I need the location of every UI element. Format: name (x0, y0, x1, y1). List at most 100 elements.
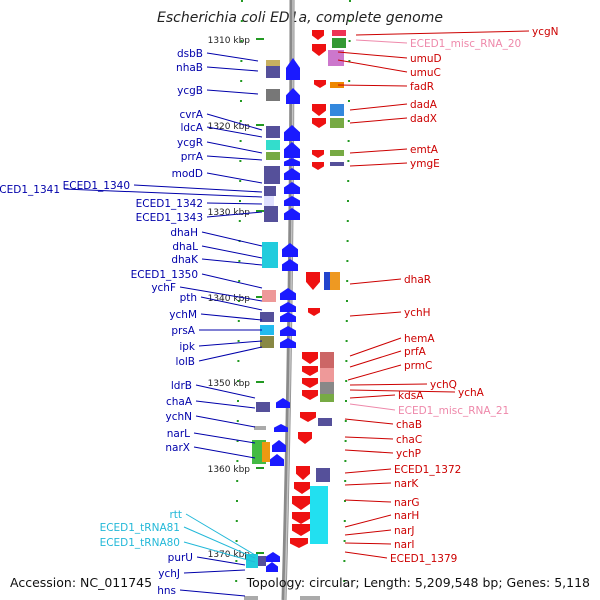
gene-label-ipk: ipk (179, 341, 196, 353)
reverse-gene-arrow-2 (284, 125, 300, 141)
gene-label-ECED1_1372: ECED1_1372 (394, 464, 461, 476)
pointer-line-right-14 (349, 383, 428, 386)
scale-tick-label-2: 1330 kbp (208, 208, 251, 218)
gene-label-prrA: prrA (181, 151, 204, 163)
feature-block-26 (266, 140, 280, 150)
feature-block-70 (330, 118, 344, 128)
reverse-gene-arrow-13 (280, 312, 296, 322)
feature-block-22 (266, 60, 280, 66)
gene-label-narL: narL (167, 428, 190, 440)
gene-label-ECED1_1341: ECED1_1341 (0, 184, 60, 196)
pointer-line-left-28 (183, 526, 256, 559)
gene-label-dhaR: dhaR (404, 274, 431, 286)
gene-label-hemA: hemA (404, 333, 435, 345)
forward-gene-arrow-45 (312, 44, 326, 56)
pointer-line-left-21 (198, 346, 263, 362)
gene-label-ldrB: ldrB (171, 380, 192, 392)
genome-summary-text: Topology: circular; Length: 5,209,548 bp… (246, 575, 590, 590)
pointer-line-left-20 (198, 340, 263, 347)
gene-label-kdsA: kdsA (398, 390, 424, 402)
pointer-line-right-0 (355, 30, 530, 36)
reverse-gene-arrow-15 (280, 338, 296, 348)
feature-block-34 (260, 312, 274, 322)
gene-label-ychH: ychH (404, 307, 431, 319)
gene-label-narJ: narJ (394, 525, 415, 537)
feature-block-31 (264, 206, 278, 222)
gene-label-ECED1_1342: ECED1_1342 (136, 198, 203, 210)
pointer-line-left-14 (201, 258, 263, 266)
gene-label-dhaL: dhaL (172, 241, 198, 253)
pointer-line-left-2 (206, 89, 259, 95)
forward-gene-arrow-51 (306, 272, 320, 290)
pointer-line-left-29 (183, 541, 256, 563)
pointer-line-left-1 (206, 66, 259, 72)
feature-block-77 (320, 382, 334, 394)
gene-label-nhaB: nhaB (176, 62, 203, 74)
pointer-line-left-17 (200, 296, 263, 311)
forward-gene-arrow-47 (312, 104, 326, 116)
gene-label-chaC: chaC (396, 434, 422, 446)
pointer-line-right-10 (349, 311, 402, 317)
feature-block-68 (330, 82, 344, 88)
gene-label-modD: modD (172, 168, 203, 180)
reverse-gene-arrow-10 (282, 259, 298, 271)
gene-label-prsA: prsA (171, 325, 195, 337)
reverse-gene-arrow-12 (280, 302, 296, 312)
gene-label-ECED1_tRNA80: ECED1_tRNA80 (100, 537, 180, 549)
pointer-line-right-2 (337, 51, 408, 59)
feature-block-25 (266, 126, 280, 138)
scale-tick-label-4: 1350 kbp (208, 379, 251, 389)
reverse-gene-arrow-14 (280, 326, 296, 336)
gene-label-narG: narG (394, 497, 420, 509)
gene-label-narH: narH (394, 510, 419, 522)
pointer-line-right-19 (344, 436, 394, 440)
pointer-line-left-23 (195, 400, 256, 409)
pointer-line-right-11 (349, 337, 402, 357)
gene-label-cvrA: cvrA (180, 109, 204, 121)
forward-gene-arrow-50 (312, 162, 324, 170)
gene-label-prmC: prmC (404, 360, 432, 372)
forward-gene-arrow-64 (290, 538, 308, 548)
forward-gene-arrow-53 (302, 352, 318, 364)
gene-label-purU: purU (168, 552, 193, 564)
feature-block-29 (264, 186, 276, 196)
pointer-line-left-12 (201, 231, 263, 247)
pointer-line-left-9 (63, 188, 263, 198)
gene-label-ECED1_misc_RNA_20: ECED1_misc_RNA_20 (410, 38, 521, 50)
feature-block-28 (264, 166, 280, 184)
forward-gene-arrow-54 (302, 366, 318, 376)
feature-block-38 (254, 426, 266, 430)
gene-label-ECED1_1343: ECED1_1343 (136, 212, 203, 224)
reverse-gene-arrow-3 (284, 142, 300, 158)
map-title: Escherichia coli ED1a, complete genome (157, 10, 443, 26)
pointer-line-right-4 (337, 84, 408, 87)
feature-block-33 (262, 290, 276, 302)
gene-label-ychJ: ychJ (158, 568, 180, 580)
scale-tick-label-0: 1310 kbp (208, 36, 251, 46)
feature-block-82 (300, 596, 320, 600)
gene-label-narX: narX (165, 442, 190, 454)
pointer-line-right-27 (344, 551, 388, 559)
feature-block-66 (332, 38, 346, 48)
feature-block-27 (266, 152, 280, 160)
pointer-line-right-17 (349, 403, 396, 411)
pointer-line-left-31 (183, 569, 246, 574)
gene-label-ECED1_1379: ECED1_1379 (390, 553, 457, 565)
gene-label-ychA: ychA (458, 387, 485, 399)
pointer-line-left-10 (206, 202, 263, 205)
pointer-line-right-5 (349, 103, 408, 111)
gene-label-fadR: fadR (410, 81, 434, 93)
feature-block-78 (320, 394, 334, 402)
gene-label-rtt: rtt (169, 509, 182, 521)
pointer-line-right-25 (344, 529, 392, 536)
gene-label-ychF: ychF (151, 282, 176, 294)
pointer-line-left-30 (196, 556, 246, 566)
feature-block-65 (332, 30, 346, 36)
gene-label-umuC: umuC (410, 67, 441, 79)
forward-gene-arrow-52 (308, 308, 320, 316)
pointer-line-left-11 (206, 211, 263, 218)
forward-gene-arrow-49 (312, 150, 324, 158)
pointer-line-right-7 (349, 148, 408, 154)
reverse-gene-arrow-21 (266, 562, 278, 572)
